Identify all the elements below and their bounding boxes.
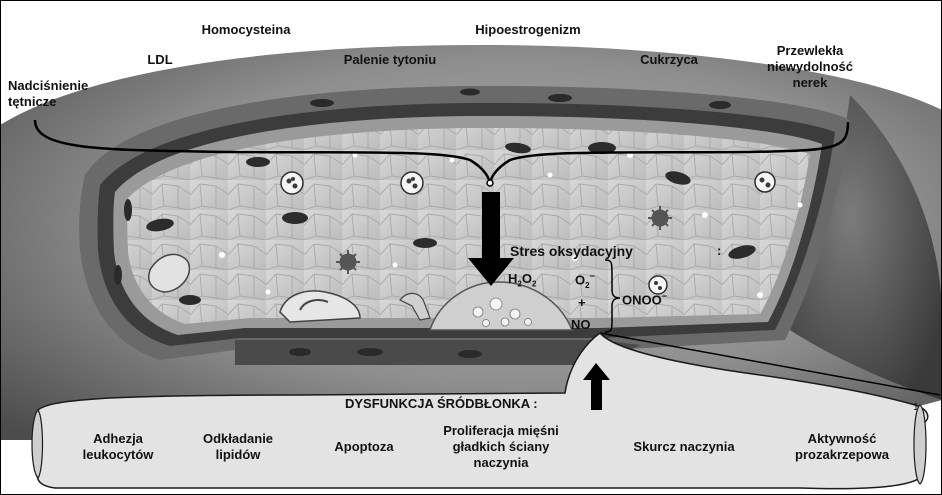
effect-leukocyte-adhesion: Adhezja leukocytów xyxy=(83,431,154,463)
label-scroll-number: 1 xyxy=(913,400,919,416)
label-dysfunction-title: DYSFUNKCJA ŚRÓDBŁONKA : xyxy=(345,396,538,412)
label-hypertension: Nadciśnienie tętnicze xyxy=(8,78,88,110)
label-homocysteine: Homocysteina xyxy=(202,22,291,38)
label-hypoestrogenism: Hipoestrogenizm xyxy=(475,22,580,38)
label-superoxide: O2− xyxy=(575,271,595,290)
effect-procoagulant-activity: Aktywność prozakrzepowa xyxy=(795,431,889,463)
label-colon: : xyxy=(717,243,721,259)
label-oxidative-stress: Stres oksydacyjny xyxy=(510,243,633,259)
label-peroxynitrite: ONOO− xyxy=(622,291,667,307)
effect-smooth-muscle-proliferation: Proliferacja mięśni gładkich ściany nacz… xyxy=(443,423,559,471)
label-ldl: LDL xyxy=(147,52,172,68)
effect-vasoconstriction: Skurcz naczynia xyxy=(633,439,734,455)
label-smoking: Palenie tytoniu xyxy=(344,52,436,68)
label-no: NO xyxy=(571,317,591,332)
effect-lipid-deposition: Odkładanie lipidów xyxy=(203,431,273,463)
label-ckd: Przewlekła niewydolność nerek xyxy=(767,43,853,91)
label-plus: + xyxy=(578,295,586,310)
brace-node xyxy=(487,180,493,186)
label-diabetes: Cukrzyca xyxy=(640,52,698,68)
effect-apoptosis: Apoptoza xyxy=(334,439,393,455)
label-h2o2: H2O2 xyxy=(508,271,536,289)
